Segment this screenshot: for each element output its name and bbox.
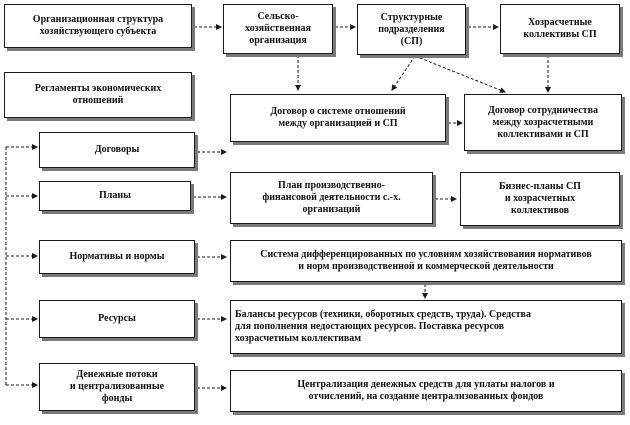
plans-label: Планы: [99, 190, 131, 201]
structural-units-box: Структурные подразделения (СП): [357, 4, 466, 55]
contract-coop-label: Договор сотрудничества между хозрасчетны…: [488, 104, 598, 140]
agri-org-label: Сельско- хозяйственная организация: [245, 11, 311, 46]
plans-box: Планы: [39, 181, 191, 211]
regulations-label: Регламенты экономических отношений: [34, 83, 162, 106]
norms-system-box: Система дифференцированных по условиям х…: [230, 240, 622, 282]
resource-balances-box: Балансы ресурсов (техники, оборотных сре…: [230, 300, 622, 354]
org-structure-box: Организационная структура хозяйствующего…: [4, 4, 192, 48]
contracts-label: Договоры: [94, 144, 140, 155]
contract-coop-box: Договор сотрудничества между хозрасчетны…: [464, 94, 622, 151]
contract-org-sp-box: Договор о системе отношений между органи…: [230, 94, 446, 142]
agri-org-box: Сельско- хозяйственная организация: [223, 4, 333, 54]
centralization-label: Централизация денежных средств для уплат…: [297, 379, 555, 402]
business-plans-box: Бизнес-планы СП и хозрасчетных коллектив…: [460, 172, 620, 226]
arrow-units-down-right: [414, 55, 506, 93]
norms-label: Нормативы и нормы: [69, 251, 165, 262]
self-financing-box: Хозрасчетные коллективы СП: [500, 4, 620, 54]
norms-box: Нормативы и нормы: [39, 240, 195, 274]
centralization-box: Централизация денежных средств для уплат…: [230, 370, 622, 412]
contracts-box: Договоры: [39, 132, 195, 168]
business-plans-label: Бизнес-планы СП и хозрасчетных коллектив…: [499, 181, 581, 216]
production-plan-label: План производственно- финансовой деятель…: [262, 180, 401, 215]
resources-box: Ресурсы: [39, 300, 195, 338]
org-structure-label: Организационная структура хозяйствующего…: [32, 14, 164, 37]
resources-label: Ресурсы: [98, 313, 136, 324]
resource-balances-label: Балансы ресурсов (техники, оборотных сре…: [235, 309, 531, 344]
norms-system-label: Система дифференцированных по условиям х…: [260, 249, 592, 272]
regulations-box: Регламенты экономических отношений: [4, 72, 192, 118]
self-financing-label: Хозрасчетные коллективы СП: [523, 17, 597, 40]
structural-units-label: Структурные подразделения (СП): [378, 11, 445, 47]
contract-org-sp-label: Договор о системе отношений между органи…: [270, 106, 406, 129]
money-flows-label: Денежные потоки и централизованные фонды: [69, 369, 165, 404]
money-flows-box: Денежные потоки и централизованные фонды: [39, 363, 195, 411]
arrow-units-down-left: [391, 55, 416, 91]
production-plan-box: План производственно- финансовой деятель…: [230, 172, 433, 224]
